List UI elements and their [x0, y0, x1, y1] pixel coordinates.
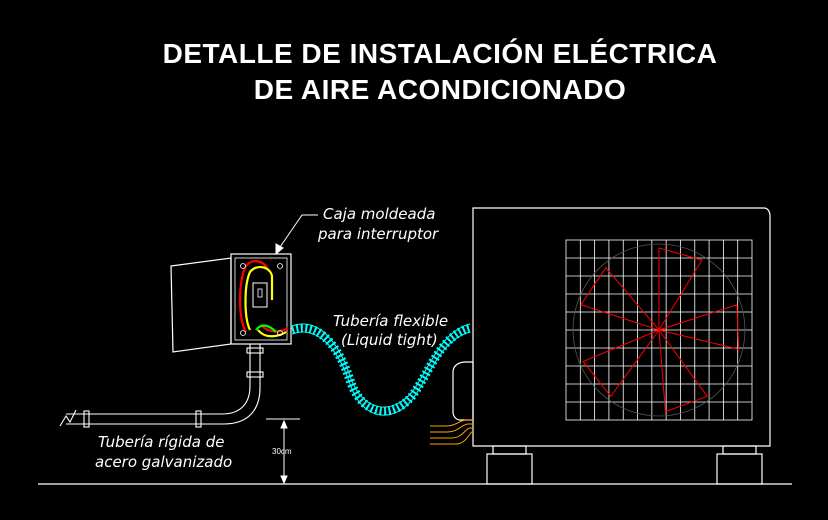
fan-blades: [580, 247, 740, 413]
box-door: [170, 257, 232, 353]
caja-label-1: Caja moldeada: [323, 205, 436, 223]
fan-blade: [657, 304, 740, 350]
flexible-label-2: (Liquid tight): [341, 331, 438, 349]
caja-label-2: para interruptor: [318, 225, 439, 243]
flexible-label-1: Tubería flexible: [333, 312, 449, 330]
box-wiring: [238, 260, 289, 338]
foot-left: [486, 453, 533, 485]
rigid-conduit: [59, 344, 264, 428]
rigida-label-1: Tubería rígida de: [98, 433, 225, 451]
breaker-switch: [252, 282, 268, 308]
condenser-unit: [452, 207, 771, 485]
height-dimension-label: 30cm: [272, 447, 292, 456]
height-dimension: [266, 418, 300, 485]
breaker-box: [170, 253, 292, 353]
box-body: [230, 253, 292, 345]
fan-blade: [582, 328, 661, 398]
fan-circle: [572, 243, 746, 417]
title-line-1: DETALLE DE INSTALACIÓN ELÉCTRICA: [162, 38, 718, 69]
foot-right: [716, 453, 763, 485]
refrigerant-pipes: [430, 419, 473, 445]
title-line-2: DE AIRE ACONDICIONADO: [253, 74, 627, 105]
rigida-label-2: acero galvanizado: [95, 453, 233, 471]
fan-blade: [658, 328, 708, 413]
fan-blade: [658, 247, 703, 332]
caja-leader: [275, 214, 318, 256]
fan-blade: [580, 266, 661, 332]
